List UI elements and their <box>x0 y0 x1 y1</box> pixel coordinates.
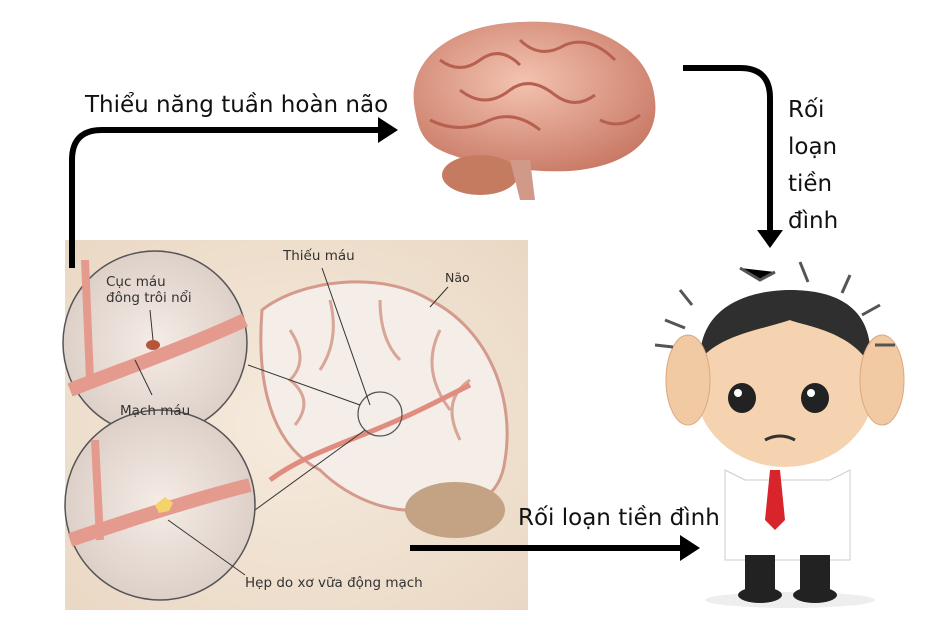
brain-leader <box>429 286 449 308</box>
arrow-vestibular-right <box>683 65 773 232</box>
label-vestibular-vertical: Rối loạn tiền đình <box>788 92 838 240</box>
label-line: Rối <box>788 97 825 123</box>
label-floating-clot: Cục máu đông trôi nổi <box>106 274 192 306</box>
zoom-line-bottom <box>254 429 366 511</box>
label-atherosclerotic-stenosis: Hẹp do xơ vữa động mạch <box>245 575 423 591</box>
brain-illustration-panel <box>62 240 528 610</box>
label-line: đình <box>788 208 839 234</box>
arrowhead <box>757 230 783 248</box>
label-vestibular-disorder: Rối loạn tiền đình <box>518 505 720 531</box>
vessel-top <box>67 313 248 397</box>
arrow-brain-circulation <box>69 127 380 268</box>
label-line: tiền <box>788 171 833 197</box>
label-line: đông trôi nổi <box>106 290 192 306</box>
label-line: Cục máu <box>106 274 166 290</box>
ischemia-leader <box>321 267 371 406</box>
blood-clot <box>146 340 160 350</box>
label-ischemia: Thiếu máu <box>283 248 355 264</box>
label-line: loạn <box>788 134 838 160</box>
cerebellum <box>405 482 505 538</box>
label-brain-circulation-insufficiency: Thiểu năng tuần hoàn não <box>85 92 389 118</box>
brain-image <box>413 21 656 200</box>
arrowhead <box>680 535 700 561</box>
label-blood-vessel: Mạch máu <box>120 403 191 419</box>
dizzy-man-cartoon <box>654 261 905 608</box>
plaque <box>155 497 173 513</box>
zoom-line-top <box>247 364 361 406</box>
arrowhead <box>378 117 398 143</box>
label-brain: Não <box>445 270 470 285</box>
artery <box>268 382 472 483</box>
ischemia-circle <box>357 391 403 437</box>
